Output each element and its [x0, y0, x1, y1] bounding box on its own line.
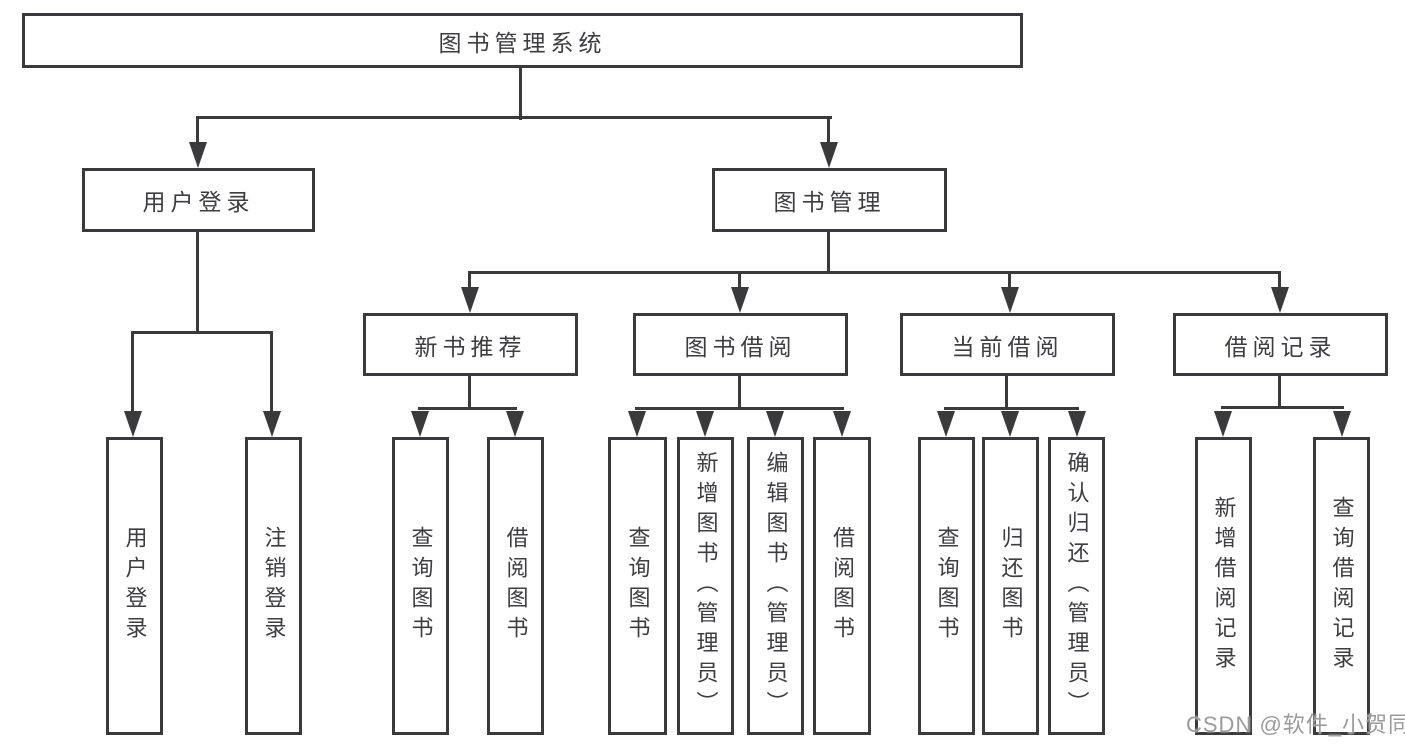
- leaf-query-book-current: 查询图书: [918, 437, 975, 735]
- csdn-watermark: CSDN @软件_小贺同学: [1186, 712, 1405, 737]
- leaf-add-borrow-record: 新增借阅记录: [1195, 437, 1252, 735]
- arrow-down-icon: [1068, 411, 1086, 437]
- connector-drop-current-borrow: [1008, 273, 1011, 291]
- node-user-login: 用户登录: [82, 168, 315, 232]
- leaf-query-book-borrow: 查询图书: [608, 437, 667, 735]
- leaf-confirm-return-admin: 确认归还（管理员）: [1048, 437, 1105, 735]
- connector-user-login-split: [131, 331, 273, 334]
- arrow-down-icon: [461, 287, 479, 313]
- node-borrow-record: 借阅记录: [1173, 313, 1388, 376]
- leaf-borrow-book-recommend: 借阅图书: [487, 437, 544, 735]
- connector-book-borrow-trunk: [738, 376, 741, 410]
- connector-drop-leaf-logout: [270, 333, 273, 413]
- connector-current-borrow-trunk: [1005, 376, 1008, 410]
- leaf-borrow-book: 借阅图书: [813, 437, 871, 735]
- arrow-down-icon: [1001, 411, 1019, 437]
- leaf-query-borrow-record: 查询借阅记录: [1313, 437, 1370, 735]
- node-book-borrow: 图书借阅: [633, 313, 848, 376]
- connector-borrow-record-split: [1221, 406, 1344, 409]
- arrow-down-icon: [1214, 411, 1232, 437]
- connector-book-management-trunk: [827, 232, 830, 274]
- arrow-down-icon: [263, 411, 281, 437]
- connector-borrow-record-trunk: [1278, 376, 1281, 408]
- connector-drop-book-borrow: [738, 273, 741, 291]
- arrow-down-icon: [124, 411, 142, 437]
- connector-drop-book-management: [827, 118, 830, 147]
- leaf-edit-book-admin: 编辑图书（管理员）: [747, 437, 804, 735]
- arrow-down-icon: [696, 411, 714, 437]
- leaf-query-book-recommend: 查询图书: [392, 437, 449, 735]
- arrow-down-icon: [411, 411, 429, 437]
- node-new-book-recommend: 新书推荐: [363, 313, 578, 376]
- node-book-management: 图书管理: [712, 168, 947, 232]
- arrow-down-icon: [833, 411, 851, 437]
- arrow-down-icon: [820, 142, 838, 168]
- connector-new-book-recommend-trunk: [468, 376, 471, 410]
- connector-root-trunk: [519, 68, 522, 120]
- connector-current-borrow-split: [944, 407, 1079, 410]
- connector-new-book-recommend-split: [418, 407, 517, 410]
- connector-drop-leaf-user-login: [131, 333, 134, 413]
- connector-drop-borrow-record: [1278, 273, 1281, 291]
- connector-book-management-split: [468, 271, 1281, 274]
- leaf-add-book-admin: 新增图书（管理员）: [677, 437, 734, 735]
- arrow-down-icon: [506, 411, 524, 437]
- leaf-return-book: 归还图书: [982, 437, 1039, 735]
- connector-drop-user-login: [196, 118, 199, 147]
- node-library-system: 图书管理系统: [22, 13, 1023, 68]
- leaf-user-login: 用户登录: [106, 437, 163, 735]
- connector-book-borrow-split: [635, 407, 844, 410]
- arrow-down-icon: [731, 287, 749, 313]
- arrow-down-icon: [937, 411, 955, 437]
- arrow-down-icon: [1001, 287, 1019, 313]
- node-current-borrow: 当前借阅: [900, 313, 1115, 376]
- arrow-down-icon: [1271, 287, 1289, 313]
- connector-root-split: [196, 116, 832, 119]
- leaf-logout: 注销登录: [245, 437, 302, 735]
- arrow-down-icon: [189, 142, 207, 168]
- arrow-down-icon: [766, 411, 784, 437]
- connector-drop-new-book-recommend: [468, 273, 471, 291]
- arrow-down-icon: [628, 411, 646, 437]
- connector-user-login-trunk: [196, 232, 199, 334]
- arrow-down-icon: [1333, 411, 1351, 437]
